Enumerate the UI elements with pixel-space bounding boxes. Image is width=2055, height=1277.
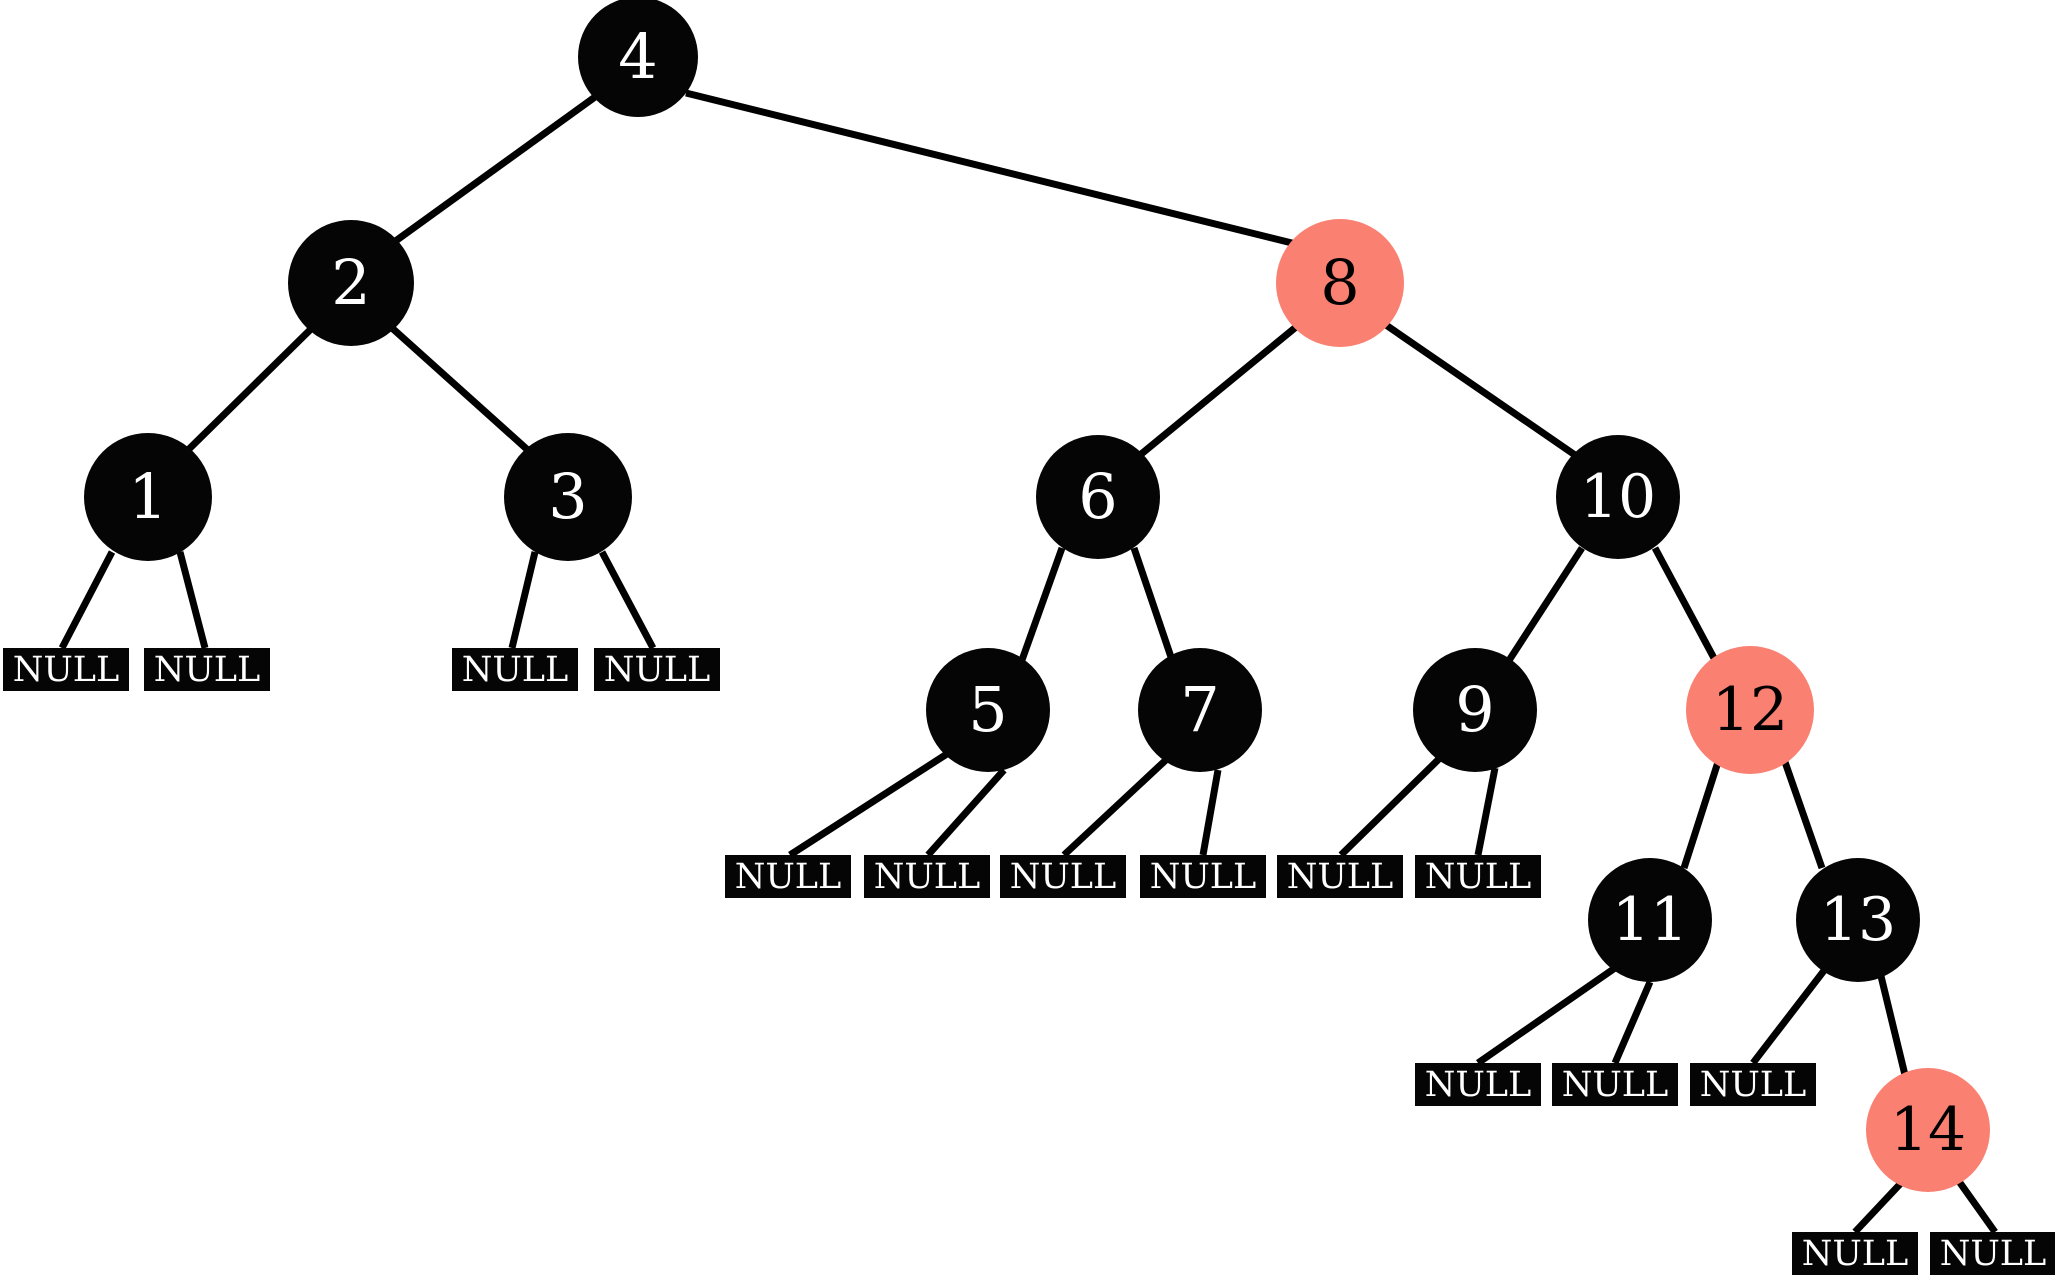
tree-node-13[interactable]: 13 [1796,858,1920,982]
tree-edge [508,551,539,649]
null-leaf-label: NULL [1561,1064,1669,1105]
tree-edge [1505,546,1585,664]
null-leaf-label: NULL [1009,856,1117,897]
null-leaf: NULL [1277,855,1403,898]
null-leaf: NULL [144,648,270,691]
tree-edge [183,325,315,455]
null-leaf-label: NULL [734,856,842,897]
node-label: 3 [548,460,588,533]
node-label: 9 [1455,673,1495,746]
tree-edge [1955,1177,1998,1235]
null-leaf-label: NULL [461,649,569,690]
tree-edge [1137,324,1299,458]
null-leaf-label: NULL [603,649,711,690]
null-leaf-label: NULL [1149,856,1257,897]
node-label: 13 [1819,885,1897,955]
tree-edge [685,89,1297,248]
node-label: 5 [968,673,1008,746]
null-leaf-label: NULL [1699,1064,1807,1105]
tree-edge [1852,1179,1905,1235]
null-leaf-label: NULL [1424,856,1532,897]
tree-node-10[interactable]: 10 [1556,435,1680,559]
tree-edge [1750,965,1829,1066]
tree-node-14[interactable]: 14 [1866,1068,1990,1192]
tree-edge [925,767,1007,858]
tree-node-5[interactable]: 5 [926,648,1050,772]
null-leaf-label: NULL [1286,856,1394,897]
tree-edge [1680,760,1722,870]
tree-node-8[interactable]: 8 [1276,219,1404,347]
null-leaf: NULL [1415,1063,1541,1106]
tree-node-3[interactable]: 3 [504,433,632,561]
null-leaf: NULL [594,648,720,691]
tree-node-12[interactable]: 12 [1686,646,1814,774]
null-leaf: NULL [1000,855,1126,898]
node-label: 8 [1320,246,1360,319]
tree-edge [1781,760,1826,870]
tree-edge [58,550,116,650]
tree-edge [389,325,533,455]
null-leaf-label: NULL [12,649,120,690]
tree-node-7[interactable]: 7 [1138,648,1262,772]
tree-edge [598,550,657,650]
null-leaf: NULL [1552,1063,1678,1106]
node-label: 2 [331,246,371,319]
node-label: 12 [1711,675,1789,745]
tree-edge [1476,965,1617,1066]
node-label: 11 [1611,885,1689,955]
tree-edge [1061,755,1171,858]
tree-edge [1474,767,1499,856]
tree-edge [1384,322,1577,458]
node-label: 4 [618,20,658,93]
null-leaf: NULL [864,855,990,898]
tree-edge [1018,546,1066,662]
tree-edge [176,551,209,649]
null-leaf: NULL [1792,1232,1918,1275]
null-leaf: NULL [1930,1232,2055,1275]
null-leaf-label: NULL [1939,1233,2047,1274]
tree-node-4[interactable]: 4 [578,0,698,117]
tree-node-6[interactable]: 6 [1036,435,1160,559]
tree-edge [1199,769,1222,856]
null-leaf-label: NULL [1424,1064,1532,1105]
node-label: 1 [128,460,168,533]
tree-edge [788,749,952,858]
null-leaf: NULL [1415,855,1541,898]
null-leaf-label: NULL [873,856,981,897]
tree-edge [1651,546,1719,662]
tree-edge [387,94,598,248]
tree-node-2[interactable]: 2 [288,220,414,346]
null-leaf: NULL [1140,855,1266,898]
null-leaf-label: NULL [1801,1233,1909,1274]
null-leaf: NULL [3,648,129,691]
node-label: 6 [1078,460,1118,533]
null-leaf: NULL [1690,1063,1816,1106]
null-leaf: NULL [725,855,851,898]
tree-edge [1130,546,1176,662]
tree-edge [1611,980,1654,1065]
null-leaf-label: NULL [153,649,261,690]
tree-edge [1876,971,1909,1076]
tree-edge [1338,752,1446,858]
null-leaf: NULL [452,648,578,691]
tree-node-1[interactable]: 1 [84,433,212,561]
node-label: 10 [1579,462,1657,532]
tree-node-9[interactable]: 9 [1413,648,1537,772]
node-label: 14 [1889,1095,1967,1165]
tree-node-11[interactable]: 11 [1588,858,1712,982]
node-label: 7 [1180,673,1220,746]
